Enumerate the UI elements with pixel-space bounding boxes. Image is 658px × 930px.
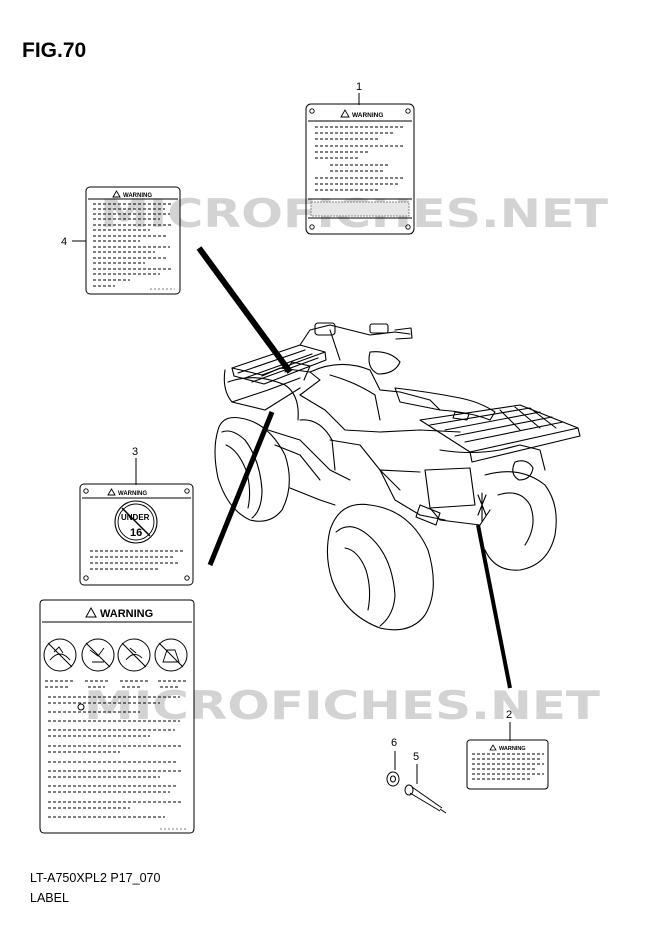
warning-triangle-icon: [340, 109, 350, 118]
label-2: [466, 722, 549, 790]
label-3-badge-top: UNDER: [121, 513, 150, 522]
callout-1: 1: [356, 81, 362, 93]
callout-2: 2: [506, 709, 512, 721]
label-3: [79, 458, 194, 586]
warning-triangle-icon: [112, 190, 121, 198]
warning-triangle-icon: [107, 488, 116, 496]
label-2-heading: WARNING: [499, 746, 526, 752]
label-3-badge-bottom: 16: [130, 527, 142, 539]
watermark-bottom: MICROFICHES.NET: [84, 684, 601, 729]
callout-5: 5: [413, 751, 419, 763]
figure-code: LT-A750XPL2 P17_070: [30, 871, 161, 885]
figure-title: FIG.70: [22, 39, 87, 62]
warning-triangle-icon: [85, 606, 97, 618]
callout-6: 6: [391, 737, 397, 749]
atv-drawing: [214, 322, 581, 631]
pointer-lines: [196, 246, 512, 689]
label-4-heading: WARNING: [123, 193, 152, 199]
label-large-heading: WARNING: [100, 608, 153, 620]
label-1-heading: WARNING: [352, 112, 383, 119]
label-1: [305, 93, 415, 235]
label-4: [72, 186, 181, 295]
label-3-heading: WARNING: [118, 491, 147, 497]
callout-4: 4: [61, 236, 67, 248]
rivet-icon: [404, 764, 447, 814]
washer-icon: [386, 751, 400, 787]
warning-triangle-icon: [489, 744, 497, 751]
callout-3: 3: [132, 446, 138, 458]
label-large: [39, 599, 195, 834]
figure-subtitle: LABEL: [30, 891, 69, 905]
